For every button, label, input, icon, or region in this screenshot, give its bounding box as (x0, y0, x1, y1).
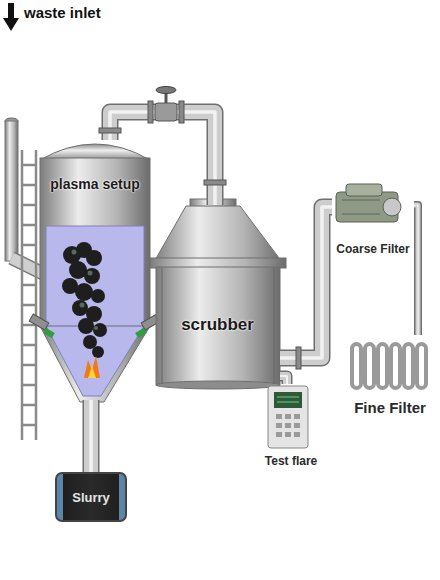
filter-unit: Coarse Filter (332, 182, 414, 262)
scrubber-box: scrubber (155, 205, 280, 385)
pipe-body (414, 205, 418, 335)
pipe (414, 205, 418, 335)
ladder (22, 150, 36, 440)
pipe-flanges (99, 128, 301, 369)
filter-unit: Fine Filter (345, 335, 435, 423)
inlet-label: waste inlet (24, 4, 101, 21)
fine-filter-coils (352, 344, 426, 388)
pipe (280, 376, 287, 384)
test-flare-device (268, 386, 308, 448)
coarse-filter-device (336, 184, 401, 222)
pipe-highlight (414, 205, 418, 335)
flare-unit: Test flare (256, 384, 326, 474)
node-label: Test flare (265, 454, 317, 468)
pipe-outline (280, 207, 332, 358)
pipe (280, 207, 332, 358)
pipe-body (280, 207, 332, 358)
node-label: Coarse Filter (336, 242, 409, 256)
reactor-vessel: plasma setup (40, 140, 150, 400)
node-label: scrubber (181, 315, 254, 335)
inlet-pipe (5, 118, 44, 274)
node-label: plasma setup (50, 176, 139, 192)
pipe-highlight (280, 376, 287, 384)
scrubber-tower (150, 199, 286, 389)
pipe-body (280, 376, 287, 384)
inlet-arrow (3, 3, 19, 31)
valve (148, 87, 184, 124)
pipe-outline (414, 205, 418, 335)
pipe-highlight (89, 400, 93, 472)
slurry-tank: Slurry (55, 472, 127, 522)
pipe-outline (280, 376, 287, 384)
pipe-body (84, 400, 98, 472)
node-label: Slurry (72, 490, 110, 505)
node-label: Fine Filter (354, 399, 426, 416)
pipe-highlight (280, 207, 332, 358)
pipe (91, 400, 92, 472)
plasma-vessel (29, 144, 161, 402)
pipe-outline (83, 400, 100, 472)
